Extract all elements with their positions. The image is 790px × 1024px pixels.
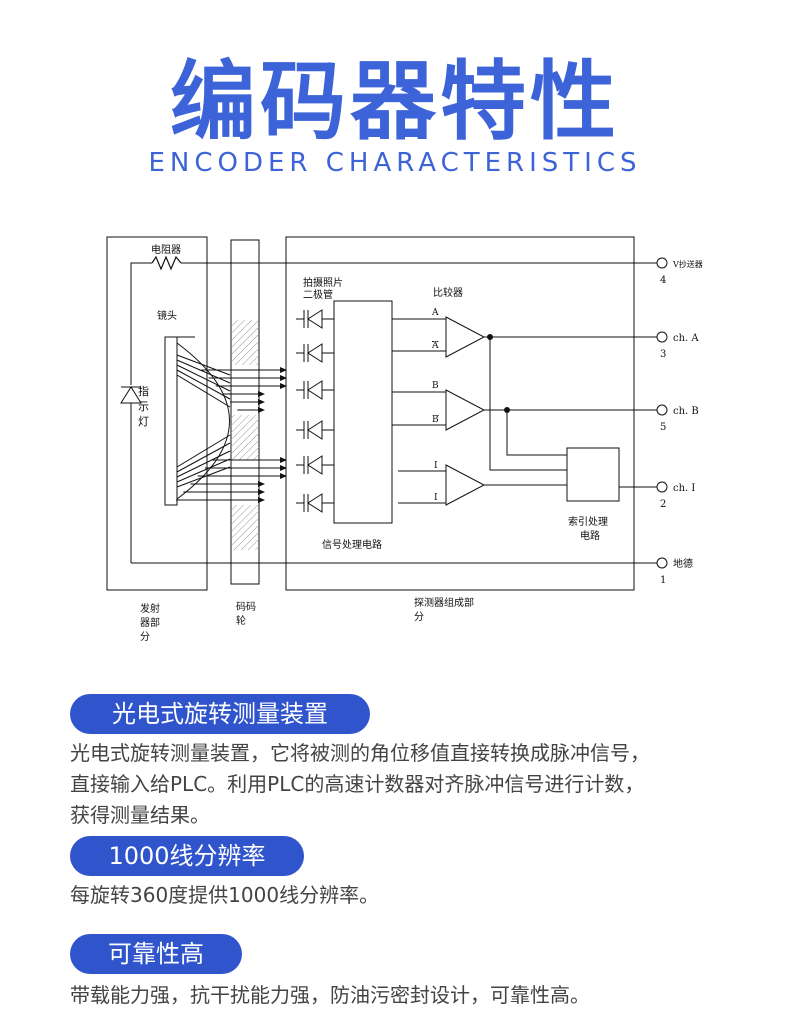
code-wheel-label-1: 码码 — [236, 601, 256, 613]
light-ray — [176, 466, 231, 488]
terminal-label: ch. I — [673, 483, 695, 494]
feature-1-line-3: 获得测量结果。 — [70, 803, 210, 827]
page-title: 编码器特性 — [170, 52, 620, 152]
photodiode-label-1: 拍摄照片 — [303, 276, 343, 289]
feature-1-title: 光电式旋转测量装置 — [70, 694, 370, 734]
feature-2-title: 1000线分辨率 — [70, 836, 304, 876]
comparator-b — [445, 389, 486, 431]
terminal-label: ch. B — [673, 406, 699, 417]
page-subtitle: ENCODER CHARACTERISTICS — [148, 148, 642, 178]
feature-3-text: 带载能力强，抗干扰能力强，防油污密封设计，可靠性高。 — [70, 980, 730, 1011]
light-ray — [176, 369, 231, 400]
photodiode — [296, 343, 334, 363]
light-ray — [176, 374, 231, 408]
emitter-label-1: 发射 — [140, 602, 160, 615]
terminal-number: 2 — [660, 499, 666, 510]
emitter-box — [106, 236, 208, 591]
feature-1-text: 光电式旋转测量装置，它将被测的角位移值直接转换成脉冲信号， 直接输入给PLC。利… — [70, 738, 730, 831]
lens-body — [164, 336, 178, 506]
comparator-i — [445, 464, 486, 506]
signal-i-label: I — [434, 461, 438, 471]
indicator-label: 指 示 灯 — [138, 384, 153, 428]
feature-3-title: 可靠性高 — [70, 934, 242, 974]
light-ray — [176, 434, 231, 468]
photodiode-label-2: 二极管 — [303, 288, 333, 301]
comparator-a — [445, 316, 486, 358]
light-ray — [176, 359, 231, 384]
terminal-label: ch. A — [673, 333, 699, 344]
detector-label-1: 探测器组成部 — [414, 596, 474, 609]
feature-2-line-1: 每旋转360度提供1000线分辨率。 — [70, 883, 380, 907]
light-ray — [176, 354, 231, 376]
photodiode — [296, 420, 334, 440]
light-ray — [176, 442, 231, 473]
lens-label: 镜头 — [157, 309, 177, 322]
index-circuit-label-1: 索引处理 — [568, 515, 608, 528]
signal-circuit-box — [333, 300, 393, 524]
photodiode-array — [296, 309, 334, 513]
index-circuit-label-2: 电路 — [580, 529, 600, 542]
photodiode — [296, 380, 334, 400]
signal-circuit-label: 信号处理电路 — [322, 538, 382, 551]
lens-curve — [176, 342, 230, 500]
signal-a-label: A — [431, 308, 439, 318]
feature-1-line-2: 直接输入给PLC。利用PLC的高速计数器对齐脉冲信号进行计数， — [70, 772, 645, 796]
code-wheel-label-2: 轮 — [236, 614, 246, 627]
photodiode — [296, 455, 334, 475]
photodiode — [296, 309, 334, 329]
feature-1-line-1: 光电式旋转测量装置，它将被测的角位移值直接转换成脉冲信号， — [70, 741, 650, 765]
terminal-number: 5 — [660, 422, 666, 433]
terminal-node — [656, 481, 668, 493]
signal-a-bar-label: A — [431, 341, 439, 351]
signal-i-bar-label: I — [434, 493, 438, 503]
emitter-label-2: 器部 — [140, 616, 160, 629]
terminal-node — [656, 557, 668, 569]
resistor-symbol — [151, 255, 182, 271]
feature-3-line-1: 带载能力强，抗干扰能力强，防油污密封设计，可靠性高。 — [70, 983, 590, 1007]
terminal-node — [656, 257, 668, 269]
comparator-label: 比较器 — [433, 286, 463, 299]
terminal-number: 4 — [660, 275, 666, 286]
emitter-label-3: 分 — [140, 631, 150, 643]
terminal-node — [656, 404, 668, 416]
light-ray — [176, 450, 231, 478]
light-ray — [176, 364, 231, 392]
terminal-number: 1 — [660, 575, 666, 586]
terminal-node — [656, 331, 668, 343]
detector-label-2: 分 — [414, 611, 424, 623]
signal-b-bar-label: B — [432, 415, 439, 425]
detector-box — [285, 236, 635, 591]
index-circuit-box — [566, 447, 620, 502]
light-ray — [176, 458, 231, 483]
photodiode — [296, 493, 334, 513]
terminal-label: 地德 — [673, 557, 693, 570]
feature-2-text: 每旋转360度提供1000线分辨率。 — [70, 880, 730, 911]
resistor-label: 电阻器 — [151, 243, 181, 256]
terminal-label: V抄送器 — [672, 259, 703, 269]
signal-b-label: B — [432, 381, 439, 391]
terminal-number: 3 — [660, 349, 666, 360]
light-rays — [176, 354, 287, 503]
